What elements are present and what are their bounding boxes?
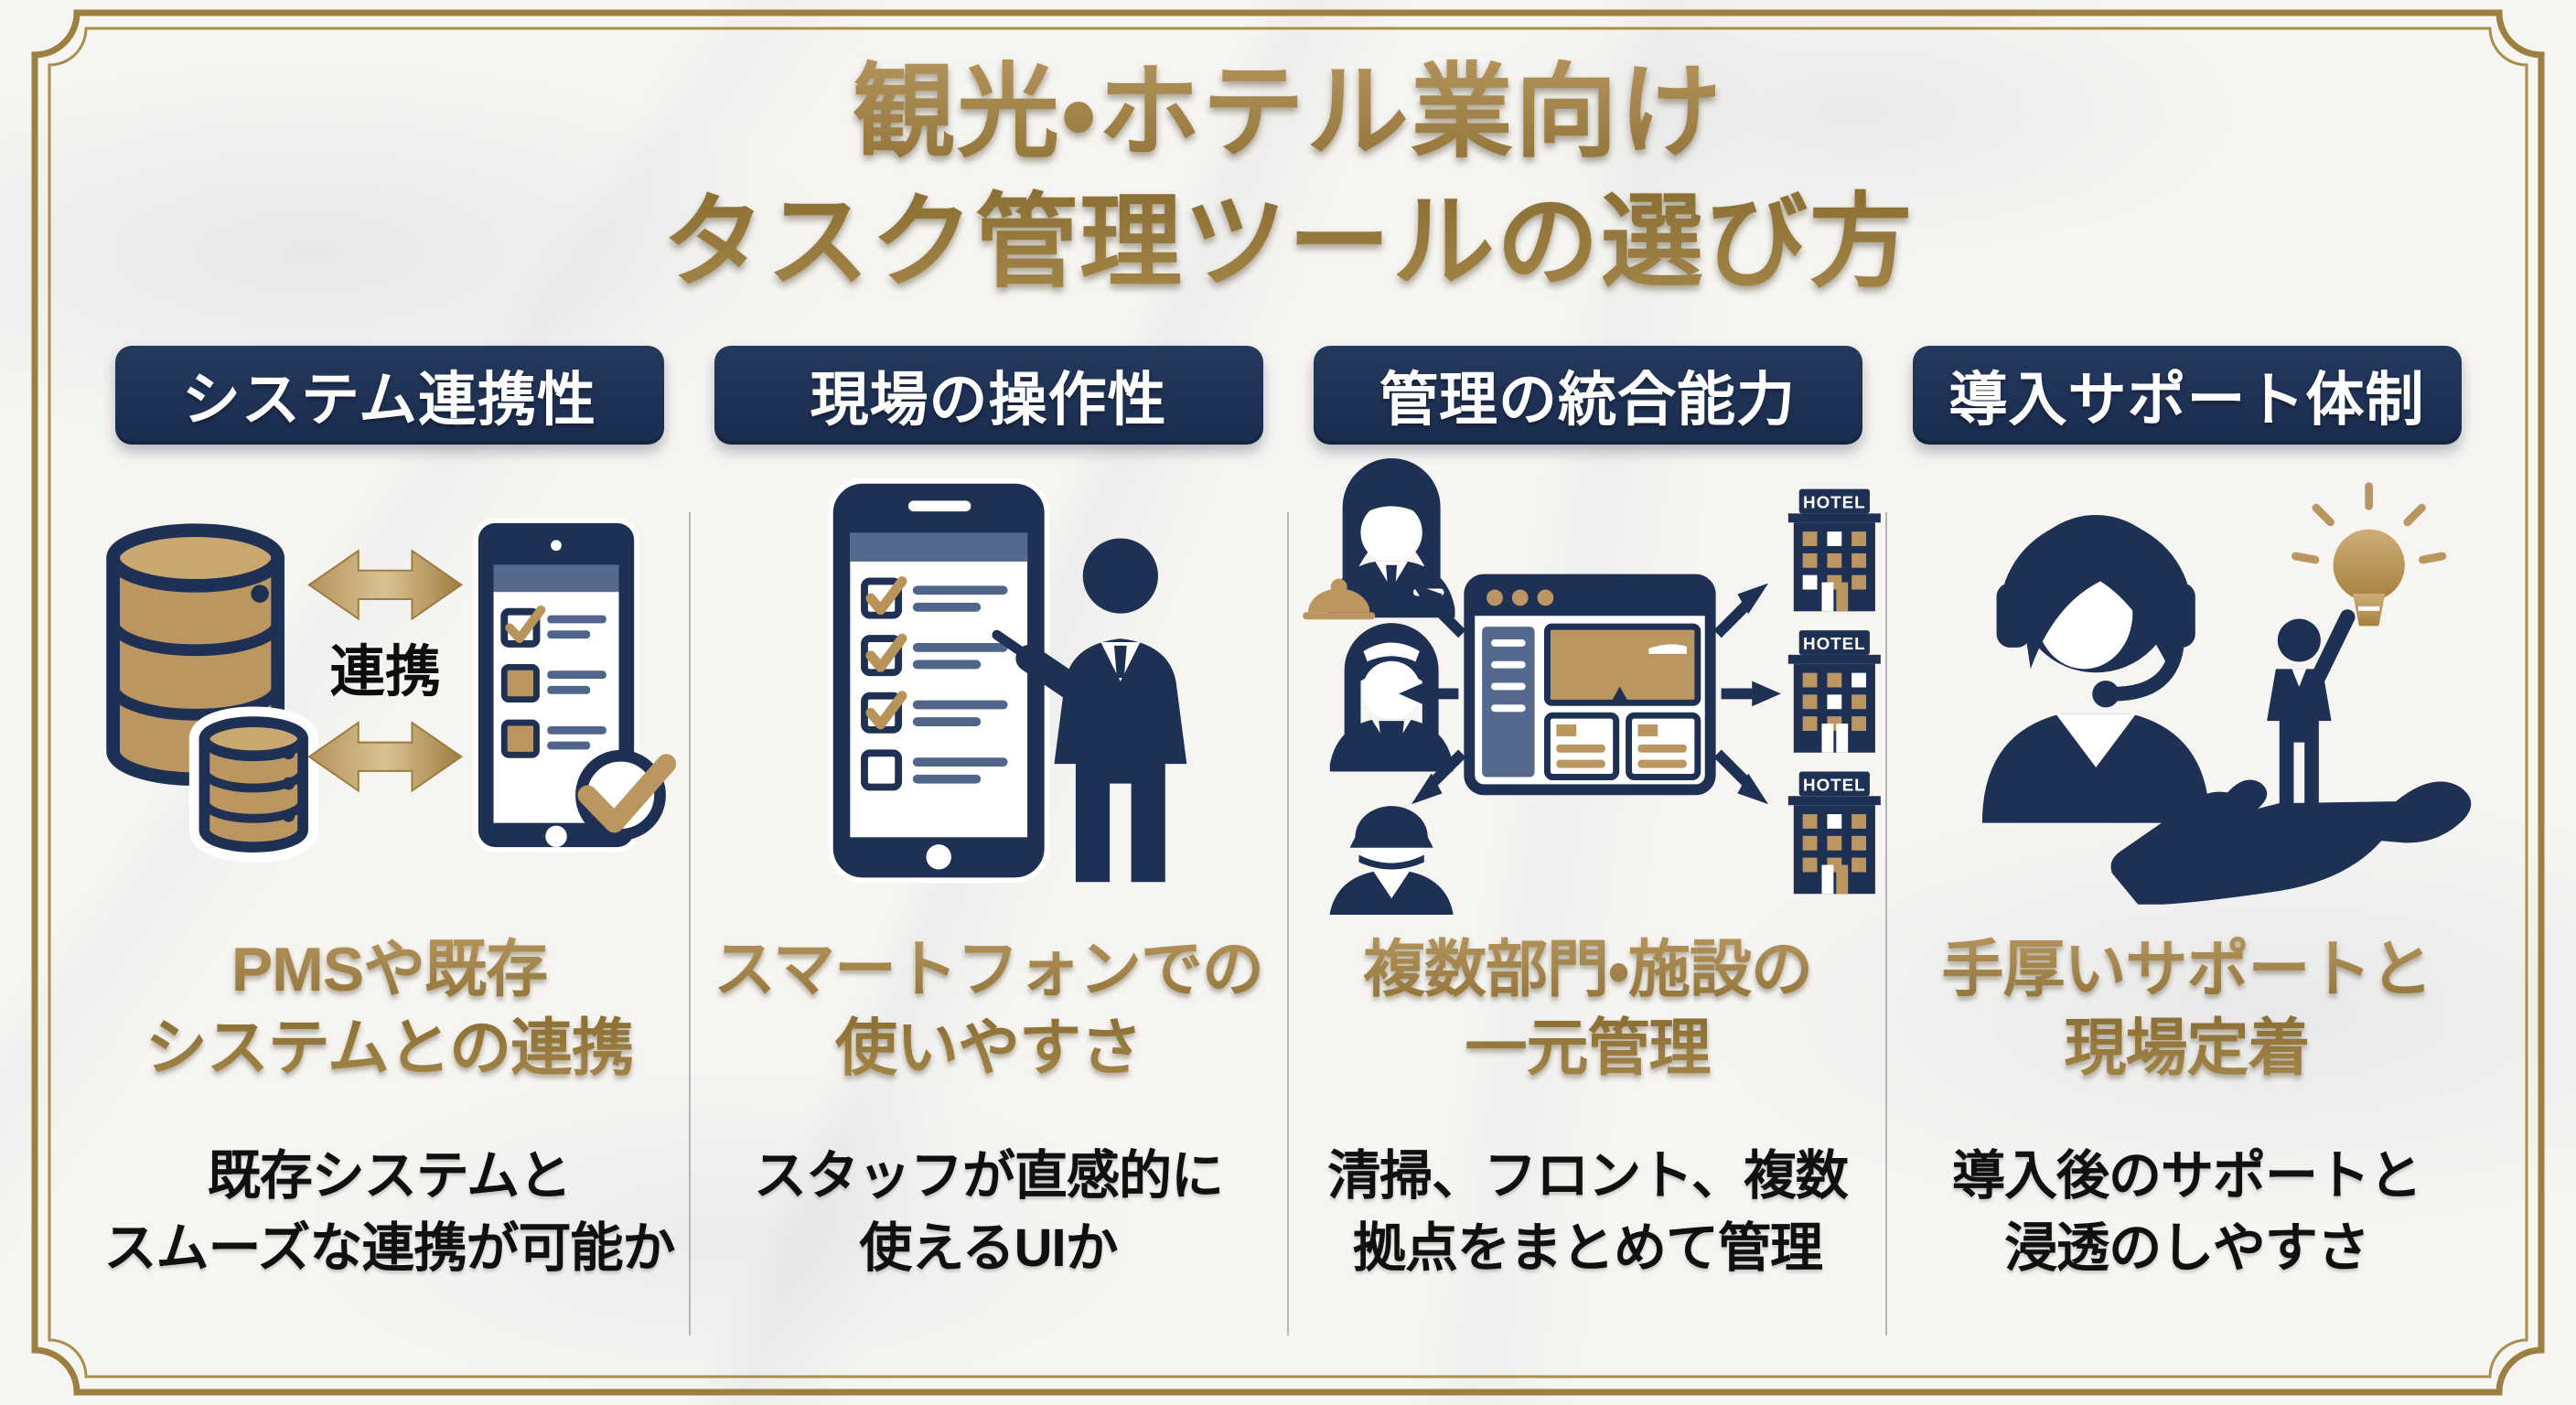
hotel-building-icon: HOTEL [1787, 488, 1881, 611]
smartphone-icon [827, 477, 1050, 884]
dashboard-staff-hotels-icon: HOTEL HOTEL [1302, 457, 1881, 915]
description-line: 拠点をまとめて管理 [1352, 1218, 1823, 1279]
hotel-building-icon: HOTEL [1787, 771, 1881, 894]
subtitle-line: 現場定着 [2064, 1013, 2310, 1083]
icon-box: 連携 [90, 445, 689, 922]
page-title-line2: タスク管理ツールの選び方 [662, 185, 1914, 300]
description-line: スムーズな連携が可能か [103, 1218, 675, 1279]
smartphone-checklist-person-icon [827, 477, 1186, 884]
database-small-icon [188, 706, 318, 863]
tablet-checklist-icon [472, 517, 676, 853]
icon-box [689, 445, 1288, 922]
frame-outer-line [31, 9, 2545, 1396]
column-subtitle: 手厚いサポートと 現場定着 [1941, 931, 2431, 1088]
subtitle-line: 使いやすさ [834, 1013, 1142, 1083]
icon-box [1887, 445, 2486, 922]
hotel-building-icon: HOTEL [1787, 629, 1881, 753]
column-divider [1287, 512, 1289, 1335]
description-line: スタッフが直感的に [753, 1146, 1224, 1207]
icon-box: HOTEL HOTEL [1288, 445, 1887, 922]
subtitle-line: PMSや既存 [231, 935, 548, 1004]
sync-label: 連携 [329, 640, 440, 702]
lightbulb-icon [2291, 482, 2446, 627]
hotel-sign-label: HOTEL [1803, 775, 1866, 794]
supporting-hand-icon [2110, 779, 2471, 905]
column-management-integration: 管理の統合能力 [1288, 346, 1887, 1285]
column-system-integration: システム連携性 [90, 346, 689, 1285]
criteria-grid: システム連携性 [90, 346, 2486, 1285]
subtitle-line: 手厚いサポートと [1941, 935, 2432, 1004]
column-support-structure: 導入サポート体制 [1887, 346, 2486, 1285]
sync-arrows-icon [306, 549, 463, 793]
column-field-usability: 現場の操作性 [689, 346, 1288, 1285]
worker-icon [1329, 805, 1453, 915]
support-agent-hand-idea-icon [1981, 482, 2471, 905]
column-description: 導入後のサポートと 浸透のしやすさ [1951, 1141, 2422, 1285]
database-tablet-sync-icon: 連携 [105, 517, 676, 863]
header-badge-field-usability: 現場の操作性 [714, 346, 1263, 445]
column-description: 清掃、フロント、複数 拠点をまとめて管理 [1327, 1141, 1849, 1285]
subtitle-line: 一元管理 [1465, 1013, 1711, 1083]
businessman-icon [2266, 609, 2355, 810]
hotel-sign-label: HOTEL [1803, 492, 1866, 511]
distribution-arrows [1398, 583, 1781, 804]
description-line: 清掃、フロント、複数 [1327, 1146, 1849, 1207]
description-line: 導入後のサポートと [1951, 1146, 2422, 1207]
hotel-buildings-icon: HOTEL HOTEL [1787, 488, 1881, 894]
housekeeper-icon [1329, 622, 1453, 772]
column-description: スタッフが直感的に 使えるUIか [753, 1141, 1224, 1285]
header-badge-management-integration: 管理の統合能力 [1313, 346, 1862, 445]
dashboard-window-icon [1463, 574, 1716, 795]
header-badge-support-structure: 導入サポート体制 [1912, 346, 2462, 445]
column-subtitle: スマートフォンでの 使いやすさ [714, 931, 1263, 1088]
column-description: 既存システムと スムーズな連携が可能か [103, 1141, 675, 1285]
subtitle-line: スマートフォンでの [714, 935, 1263, 1004]
header-badge-system-integration: システム連携性 [114, 346, 664, 445]
receptionist-icon [1302, 457, 1454, 619]
column-subtitle: 複数部門・施設の 一元管理 [1363, 931, 1812, 1088]
page-title-line1: 観光・ホテル業向け [852, 55, 1724, 169]
frame-inner-line [48, 27, 2528, 1378]
person-pointing-icon [991, 538, 1186, 883]
column-divider [1885, 512, 1887, 1335]
column-subtitle: PMSや既存 システムとの連携 [145, 931, 633, 1088]
page-title: 観光・ホテル業向け タスク管理ツールの選び方 [0, 48, 2576, 307]
description-line: 使えるUIか [859, 1218, 1118, 1279]
description-line: 浸透のしやすさ [2004, 1218, 2369, 1279]
subtitle-line: システムとの連携 [145, 1013, 634, 1083]
subtitle-line: 複数部門・施設の [1362, 935, 1813, 1004]
support-agent-icon [1981, 515, 2209, 823]
hotel-sign-label: HOTEL [1803, 633, 1866, 652]
checklist-rows [860, 576, 1008, 791]
description-line: 既存システムと [207, 1146, 572, 1207]
column-divider [689, 512, 691, 1335]
